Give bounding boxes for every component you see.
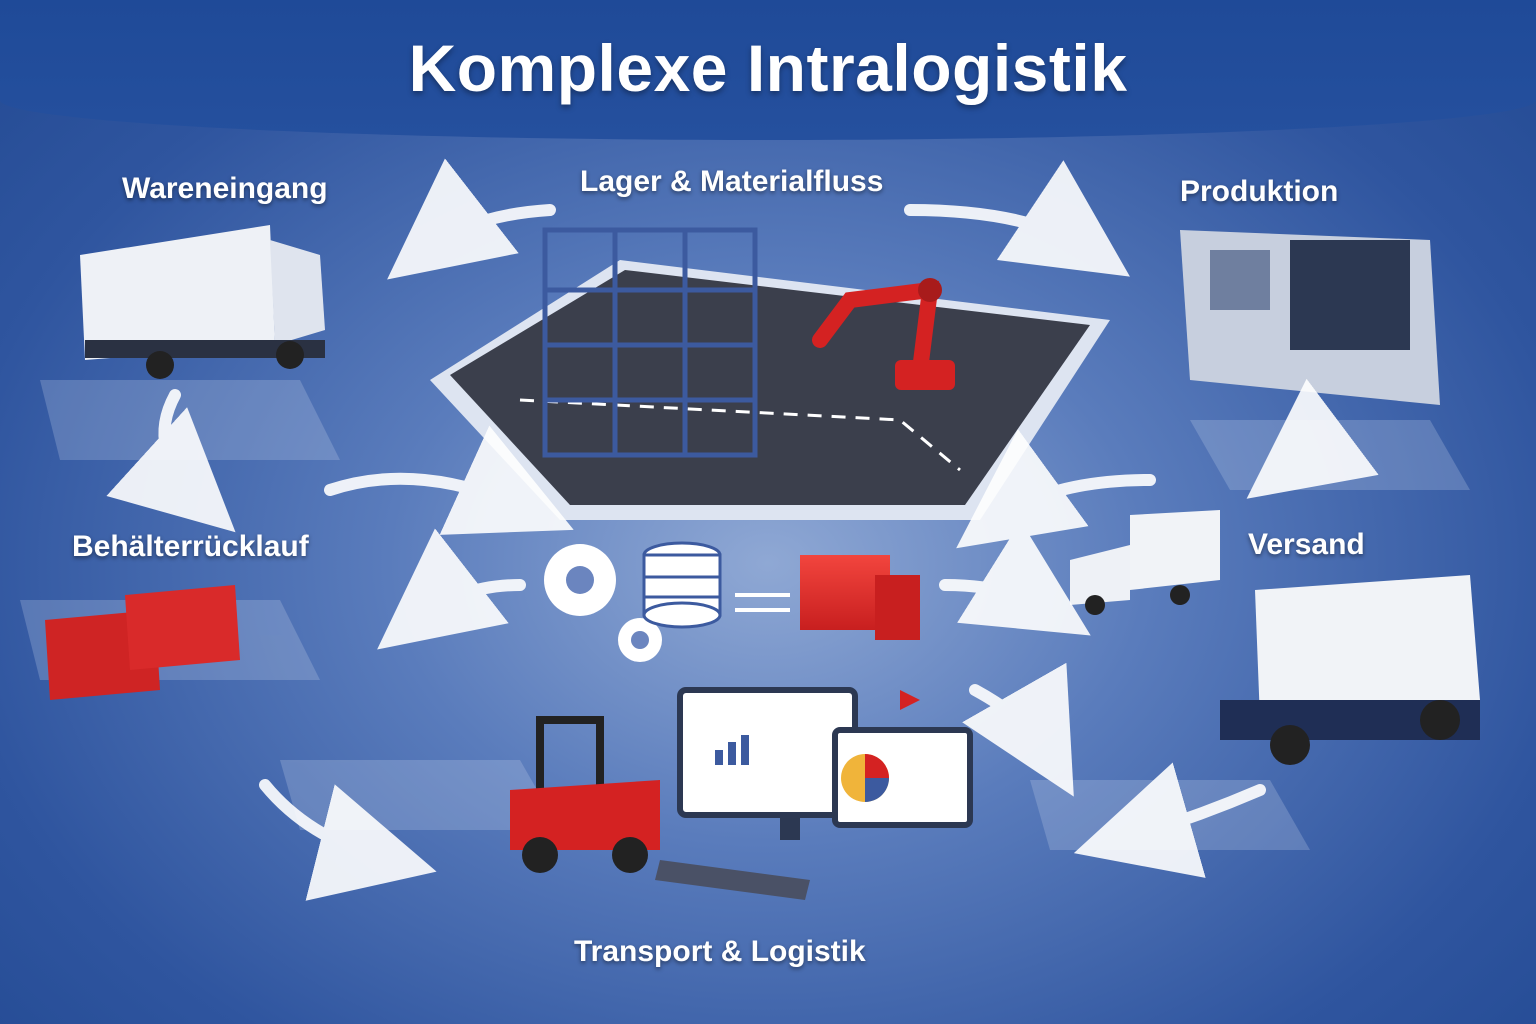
forklift (510, 716, 810, 900)
arrow-center-to-versand (939, 520, 1091, 636)
arrow-behaelter-to-center (324, 425, 574, 535)
station-label-produktion: Produktion (1180, 175, 1339, 208)
arrow-produktion-to-versand (1246, 378, 1379, 499)
station-label-versand: Versand (1248, 528, 1365, 561)
bar-chart-icon (715, 735, 749, 765)
header-band (0, 0, 1536, 140)
flag-icon (900, 690, 920, 710)
gear-icon (544, 544, 662, 662)
boxes-icon (735, 555, 920, 640)
production-machine (1180, 230, 1440, 405)
monitor (677, 687, 973, 840)
warehouse-platform (430, 260, 1110, 520)
station-label-wareneingang: Wareneingang (122, 172, 328, 205)
van-shipping (1070, 510, 1480, 765)
arrow-lager-to-wareneingang (387, 158, 556, 280)
arrow-wareneingang-to-behaelter (106, 389, 236, 533)
station-label-transport: Transport & Logistik (574, 935, 866, 968)
robot-arm (812, 278, 955, 390)
arrow-behaelter-to-transport (259, 779, 437, 901)
arrow-transport-to-versand (962, 662, 1074, 797)
arrow-versand-to-center (956, 429, 1156, 549)
station-label-behaelter: Behälterrücklauf (72, 530, 309, 563)
shelf-rack (542, 227, 758, 458)
page-title: Komplexe Intralogistik (408, 31, 1128, 105)
arrow-lager-to-produktion (904, 160, 1130, 277)
database-icon (642, 541, 722, 629)
arrow-center-to-behaelter (377, 528, 526, 650)
return-containers (45, 585, 240, 700)
station-label-lager: Lager & Materialfluss (580, 165, 884, 198)
truck-incoming (80, 225, 325, 379)
arrow-versand-to-transport (1073, 762, 1266, 878)
flow-arrows (106, 158, 1379, 901)
pie-chart-icon (841, 754, 889, 802)
